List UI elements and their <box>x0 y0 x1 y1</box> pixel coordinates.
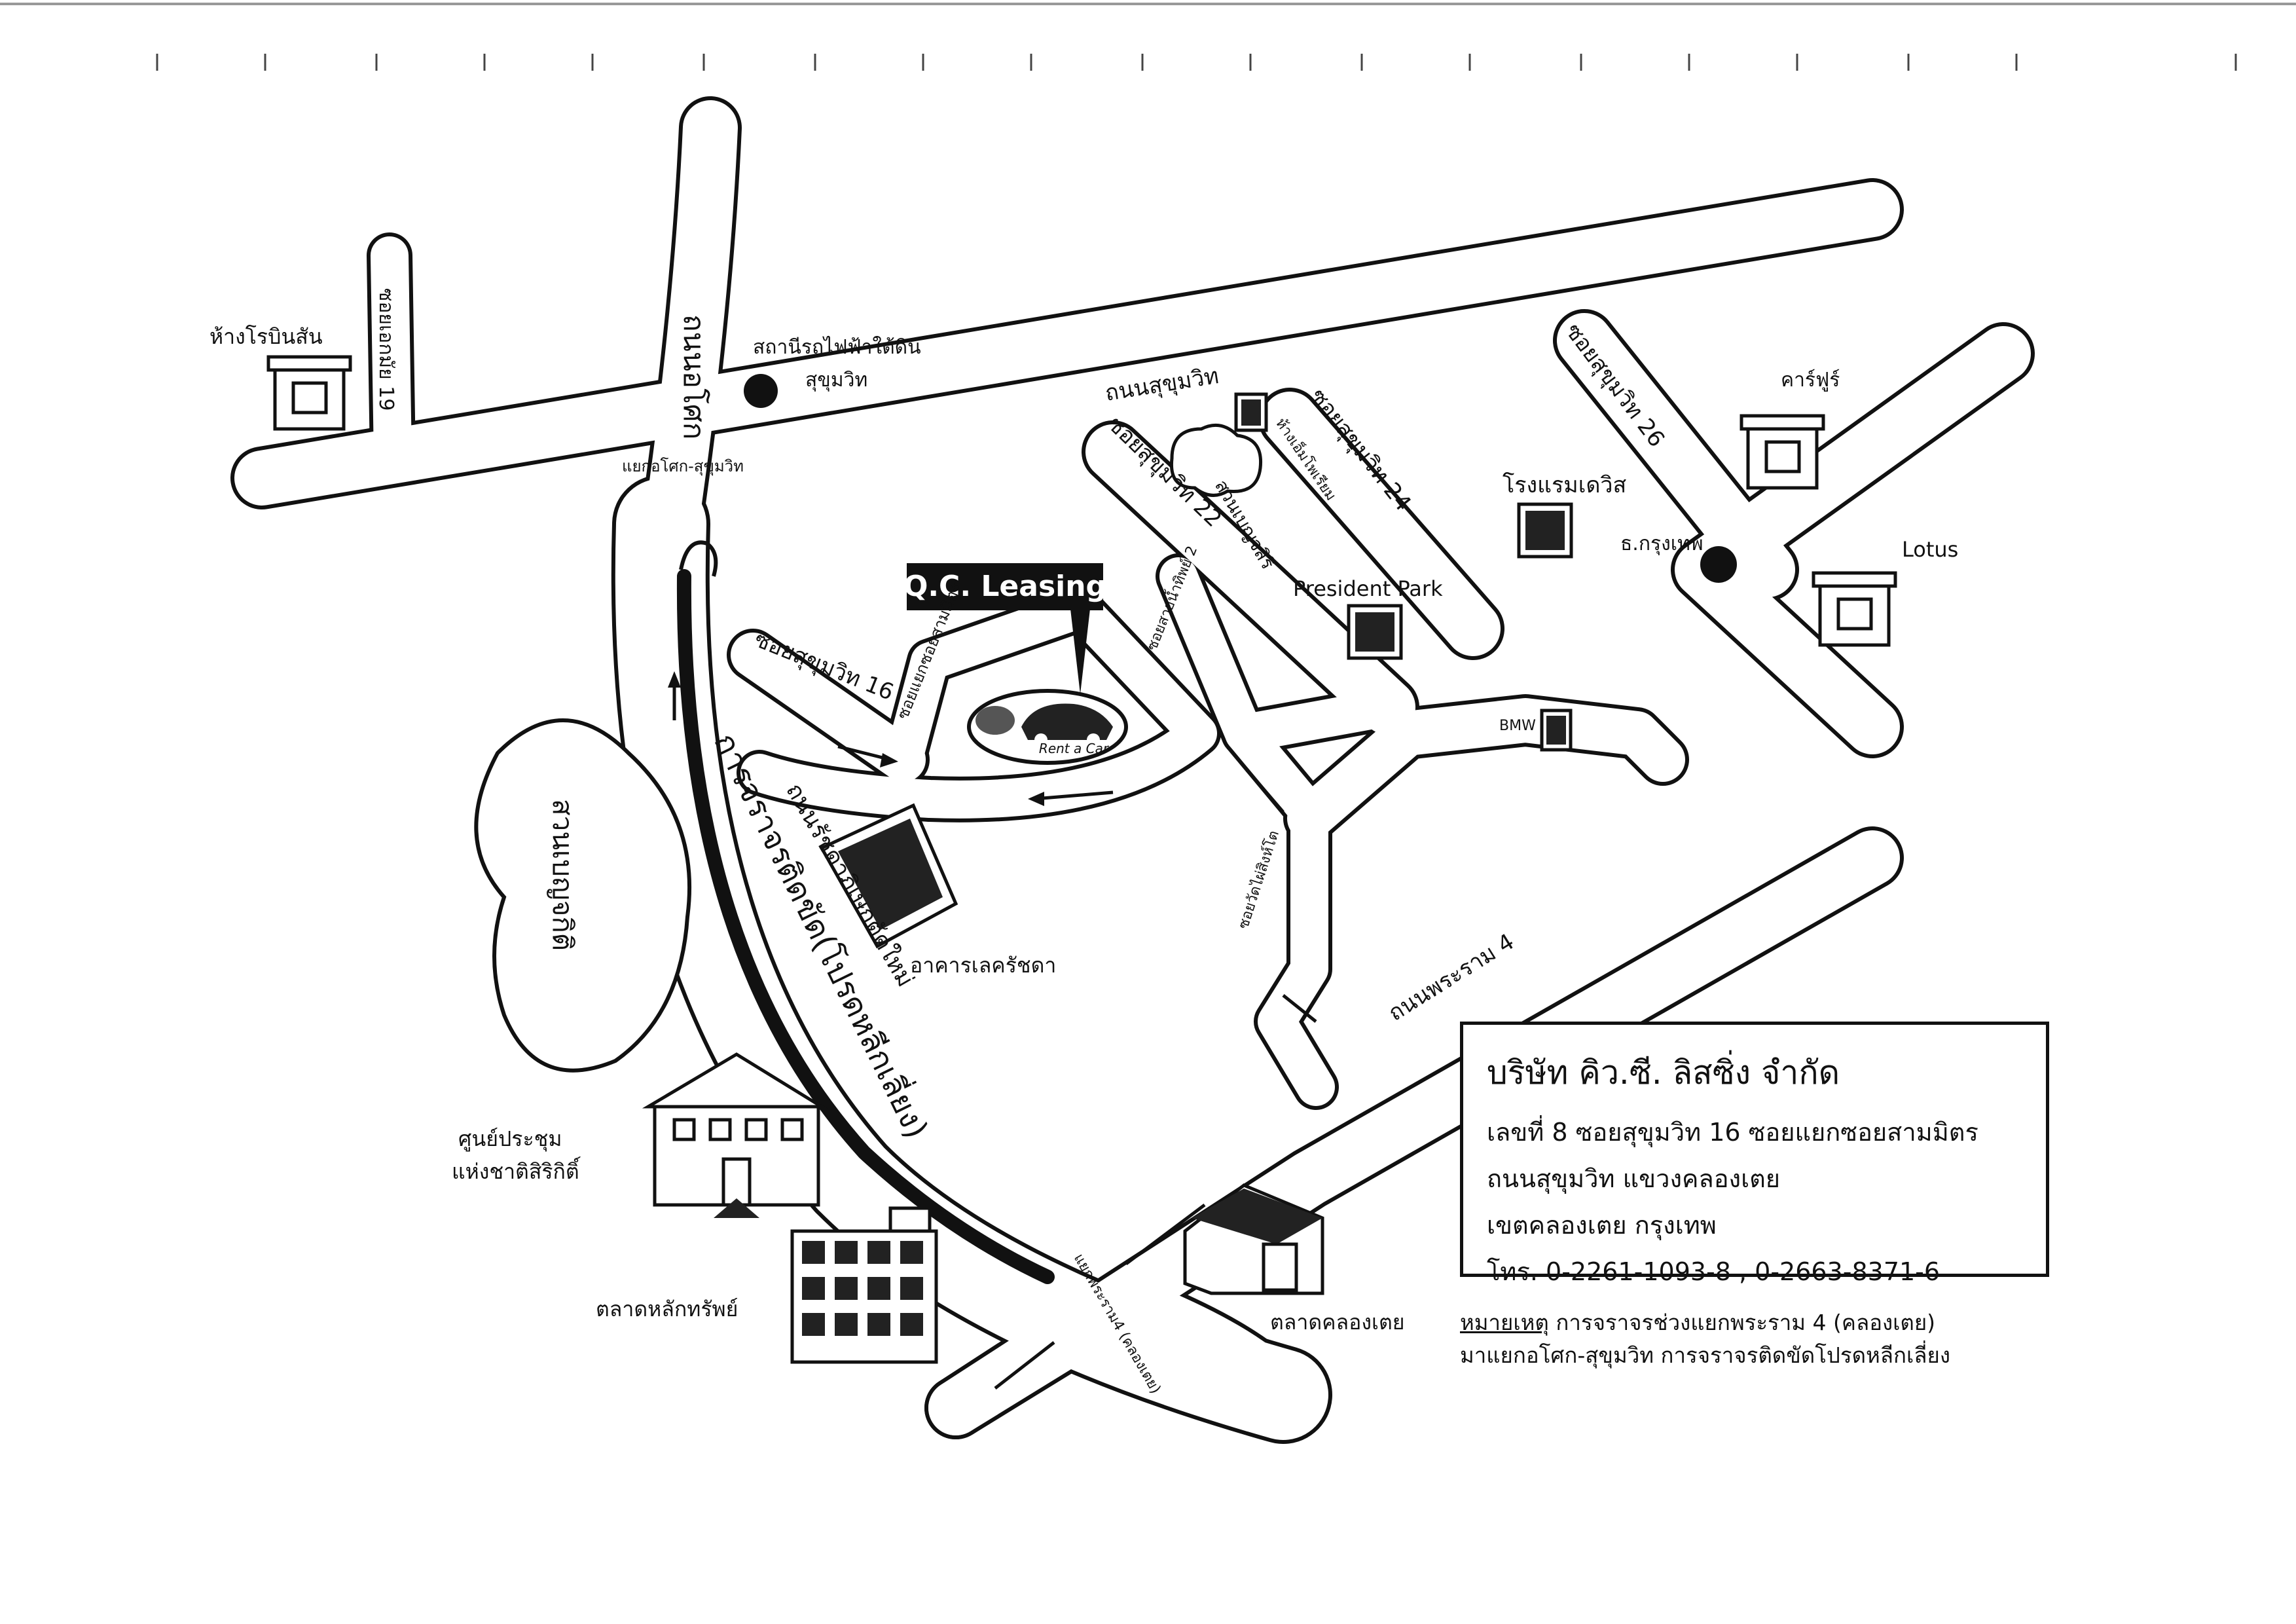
company-info-box: บริษัท คิว.ซี. ลิสซิ่ง จำกัด เลขที่ 8 ซอ… <box>1460 1022 2049 1286</box>
davis-hotel-building-icon <box>1517 502 1573 559</box>
note-line-2: มาแยกอโศก-สุขุมวิท การจราจรติดขัดโปรดหลี… <box>1460 1342 1950 1368</box>
emporium-building-icon <box>1234 392 1268 432</box>
benjakitti-lake <box>474 718 692 1073</box>
building-icon <box>266 355 352 431</box>
two-way-arrow-icon <box>1243 765 1285 813</box>
president-park-building-icon <box>1347 604 1403 660</box>
company-address-line-3: เขตคลองเตย กรุงเทพ <box>1487 1211 1717 1240</box>
company-address-line-2: ถนนสุขุมวิท แขวงคลองเตย <box>1487 1164 1781 1193</box>
building-icon <box>1812 571 1897 647</box>
label-asoke-road: ถนนอโศก <box>677 314 710 439</box>
bmw-building-icon <box>1540 709 1573 752</box>
road-fill <box>234 100 2031 1440</box>
label-president-park: President Park <box>1293 576 1443 601</box>
expressway-line <box>676 569 1055 1284</box>
note-title: หมายเหตุ <box>1460 1310 1549 1335</box>
label-mrt-1: สถานีรถไฟฟ้าใต้ดิน <box>753 335 921 359</box>
label-qsncc-1: ศูนย์ประชุม <box>458 1126 562 1152</box>
label-sukhumvit-road: ถนนสุขุมวิท <box>1103 363 1220 407</box>
company-address-line-1: เลขที่ 8 ซอยสุขุมวิท 16 ซอยแยกซอยสามมิตร <box>1487 1118 1978 1147</box>
one-way-arrow-icon <box>837 745 891 762</box>
traffic-note: หมายเหตุ การจราจรช่วงแยกพระราม 4 (คลองเต… <box>1460 1306 2115 1372</box>
two-way-arrow-icon <box>1125 1204 1206 1265</box>
label-rama4-road: ถนนพระราม 4 <box>1384 929 1519 1027</box>
klongtoey-market-building-icon <box>1183 1183 1324 1295</box>
label-robinson: ห้างโรบินสัน <box>210 324 323 349</box>
one-way-arrow-icon <box>1034 790 1114 801</box>
qc-leasing-title: Q.C. Leasing <box>903 570 1106 603</box>
two-way-arrow-icon <box>994 1341 1055 1390</box>
label-benjakitti: สวนเบญจกิติ <box>547 799 579 951</box>
label-lotus: Lotus <box>1902 537 1958 562</box>
label-lake-rajada: อาคารเลครัชดา <box>910 953 1056 978</box>
label-mrt-2: สุขุมวิท <box>805 369 867 392</box>
label-davis-hotel: โรงแรมเดวิส <box>1503 472 1627 498</box>
label-soi-ekkamai-19: ซอยเอกมัย 19 <box>374 288 397 411</box>
mrt-station-dot-icon <box>744 374 778 408</box>
qc-leasing-marker: Q.C. Leasing Rent a Car <box>903 563 1128 765</box>
set-building-icon <box>790 1206 938 1364</box>
label-asoke-sukhumvit-junction: แยกอโศก-สุขุมวิท <box>622 457 744 476</box>
u-turn-arrow-icon <box>679 540 718 577</box>
label-qsncc-2: แห่งชาติสิริกิติ์ <box>452 1156 581 1184</box>
label-set: ตลาดหลักทรัพย์ <box>596 1297 738 1321</box>
benjasiri-park-icon <box>1169 423 1263 497</box>
label-bmw: BMW <box>1499 718 1536 734</box>
car-logo-icon <box>975 703 1113 747</box>
company-name: บริษัท คิว.ซี. ลิสซิ่ง จำกัด <box>1487 1054 1840 1092</box>
qsncc-building-icon <box>642 1052 828 1218</box>
bangkok-bank-dot-icon <box>1700 546 1737 583</box>
building-icon <box>1740 414 1825 490</box>
note-line-1: การจราจรช่วงแยกพระราม 4 (คลองเตย) <box>1548 1310 1936 1335</box>
two-way-arrow-icon <box>1282 994 1317 1023</box>
lake-rajada-building-icon <box>819 803 958 949</box>
label-bangkok-bank: ธ.กรุงเทพ <box>1620 532 1704 556</box>
label-carrefour: คาร์ฟูร์ <box>1781 369 1840 392</box>
label-soi-wat-sing: ซอยวัดไผ่สิงห์โต <box>1235 828 1283 931</box>
company-phone: โทร. 0-2261-1093-8 , 0-2663-8371-6 <box>1487 1257 1941 1286</box>
qc-logo-caption: Rent a Car <box>1039 741 1110 756</box>
label-klongtoey-market: ตลาดคลองเตย <box>1270 1310 1404 1335</box>
